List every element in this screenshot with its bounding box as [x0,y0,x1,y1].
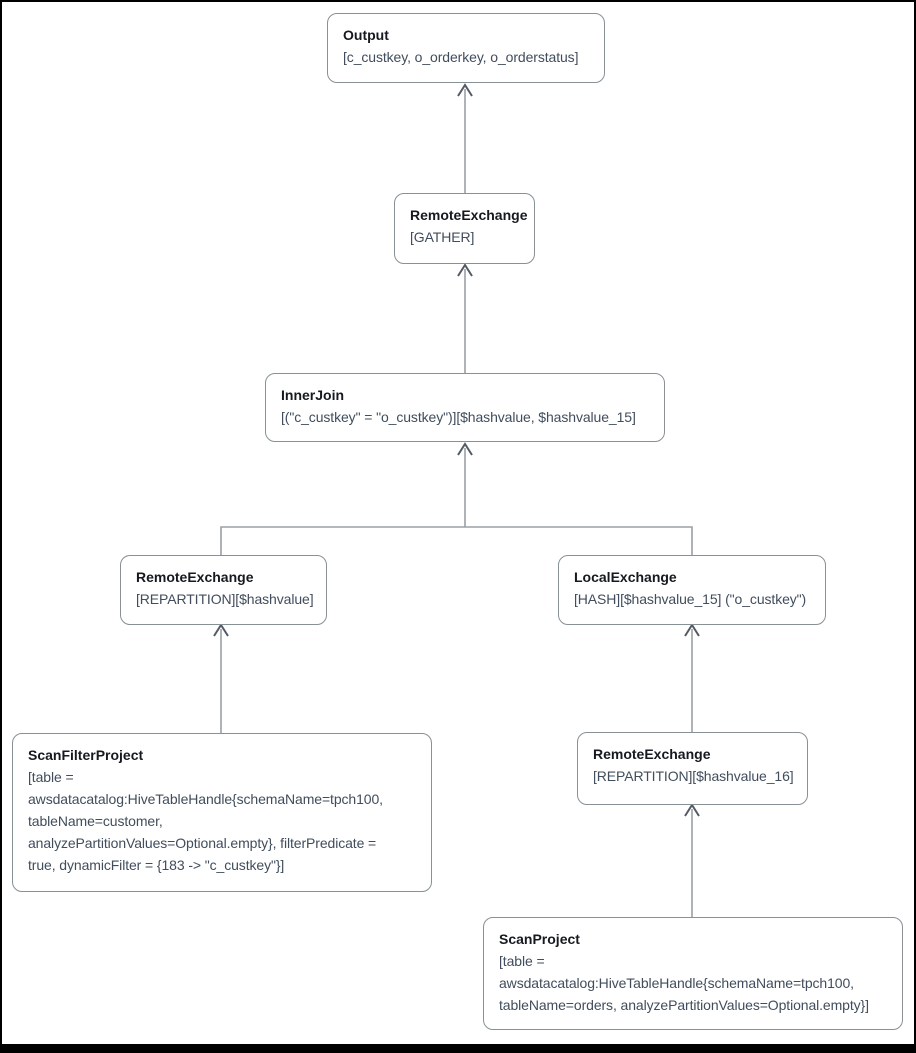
node-remote-exchange-gather: RemoteExchange [GATHER] [394,193,535,264]
node-remote-exchange-repartition: RemoteExchange [REPARTITION][$hashvalue] [120,555,327,625]
edge-split-bus [220,526,693,556]
node-title: ScanProject [499,931,580,947]
node-detail: [REPARTITION][$hashvalue] [136,591,314,607]
node-scan-filter-project: ScanFilterProject [table = awsdatacatalo… [12,733,432,892]
up-arrowhead-icon [457,263,473,277]
node-remote-exchange-repartition-16: RemoteExchange [REPARTITION][$hashvalue_… [577,732,808,805]
node-detail: [("c_custkey" = "o_custkey")][$hashvalue… [281,409,636,425]
node-scan-project: ScanProject [table = awsdatacatalog:Hive… [483,917,903,1030]
node-title: LocalExchange [574,569,677,585]
node-detail: [REPARTITION][$hashvalue_16] [593,768,794,784]
node-detail: [c_custkey, o_orderkey, o_orderstatus] [343,49,579,65]
node-detail: [HASH][$hashvalue_15] ("o_custkey") [574,591,807,607]
up-arrowhead-icon [213,623,229,637]
node-title: InnerJoin [281,387,345,403]
node-detail: [GATHER] [410,229,475,245]
node-title: RemoteExchange [593,746,711,762]
node-title: ScanFilterProject [28,747,144,763]
up-arrowhead-icon [684,623,700,637]
node-local-exchange: LocalExchange [HASH][$hashvalue_15] ("o_… [558,555,826,625]
node-detail: [table = awsdatacatalog:HiveTableHandle{… [499,953,869,1013]
up-arrowhead-icon [457,83,473,97]
node-inner-join: InnerJoin [("c_custkey" = "o_custkey")][… [265,373,665,442]
node-output: Output [c_custkey, o_orderkey, o_orderst… [327,13,605,83]
node-title: RemoteExchange [136,569,254,585]
up-arrowhead-icon [684,803,700,817]
up-arrowhead-icon [457,442,473,456]
node-detail: [table = awsdatacatalog:HiveTableHandle{… [28,769,383,873]
node-title: RemoteExchange [410,207,528,223]
node-title: Output [343,27,389,43]
